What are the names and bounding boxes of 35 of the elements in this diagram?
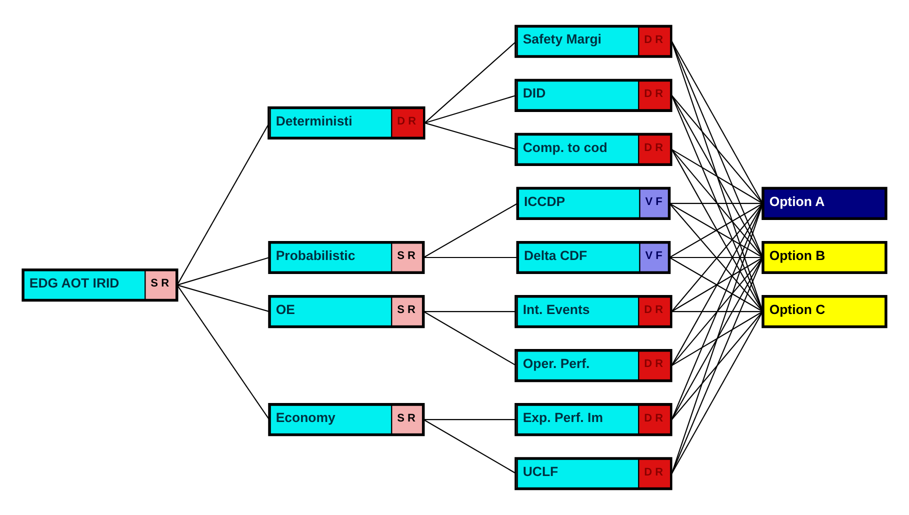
connector <box>423 311 517 366</box>
connector <box>423 202 518 258</box>
connector <box>671 95 764 312</box>
connector <box>671 41 764 312</box>
connector <box>177 284 270 312</box>
connector <box>671 203 764 420</box>
connector <box>672 310 763 312</box>
connector <box>424 40 517 124</box>
connector <box>671 95 764 204</box>
connector <box>671 311 764 474</box>
connector <box>671 149 764 312</box>
connector <box>671 203 764 366</box>
connector <box>670 202 763 204</box>
connector <box>424 310 516 312</box>
connector <box>670 256 763 258</box>
connector <box>176 122 270 286</box>
connector <box>671 148 763 204</box>
connector <box>177 256 270 286</box>
connector <box>671 149 764 258</box>
connector <box>424 122 516 150</box>
connector <box>671 203 764 474</box>
connector <box>424 419 516 420</box>
connector <box>669 202 763 258</box>
connector <box>671 257 764 420</box>
connector <box>671 41 764 204</box>
connector <box>671 311 764 420</box>
connector <box>671 257 764 474</box>
connector <box>671 41 764 258</box>
connector <box>176 284 270 420</box>
connector <box>424 94 516 124</box>
connector <box>424 256 518 258</box>
connector <box>671 311 763 366</box>
connector <box>671 95 764 258</box>
connector <box>423 419 517 474</box>
connector <box>671 257 764 366</box>
